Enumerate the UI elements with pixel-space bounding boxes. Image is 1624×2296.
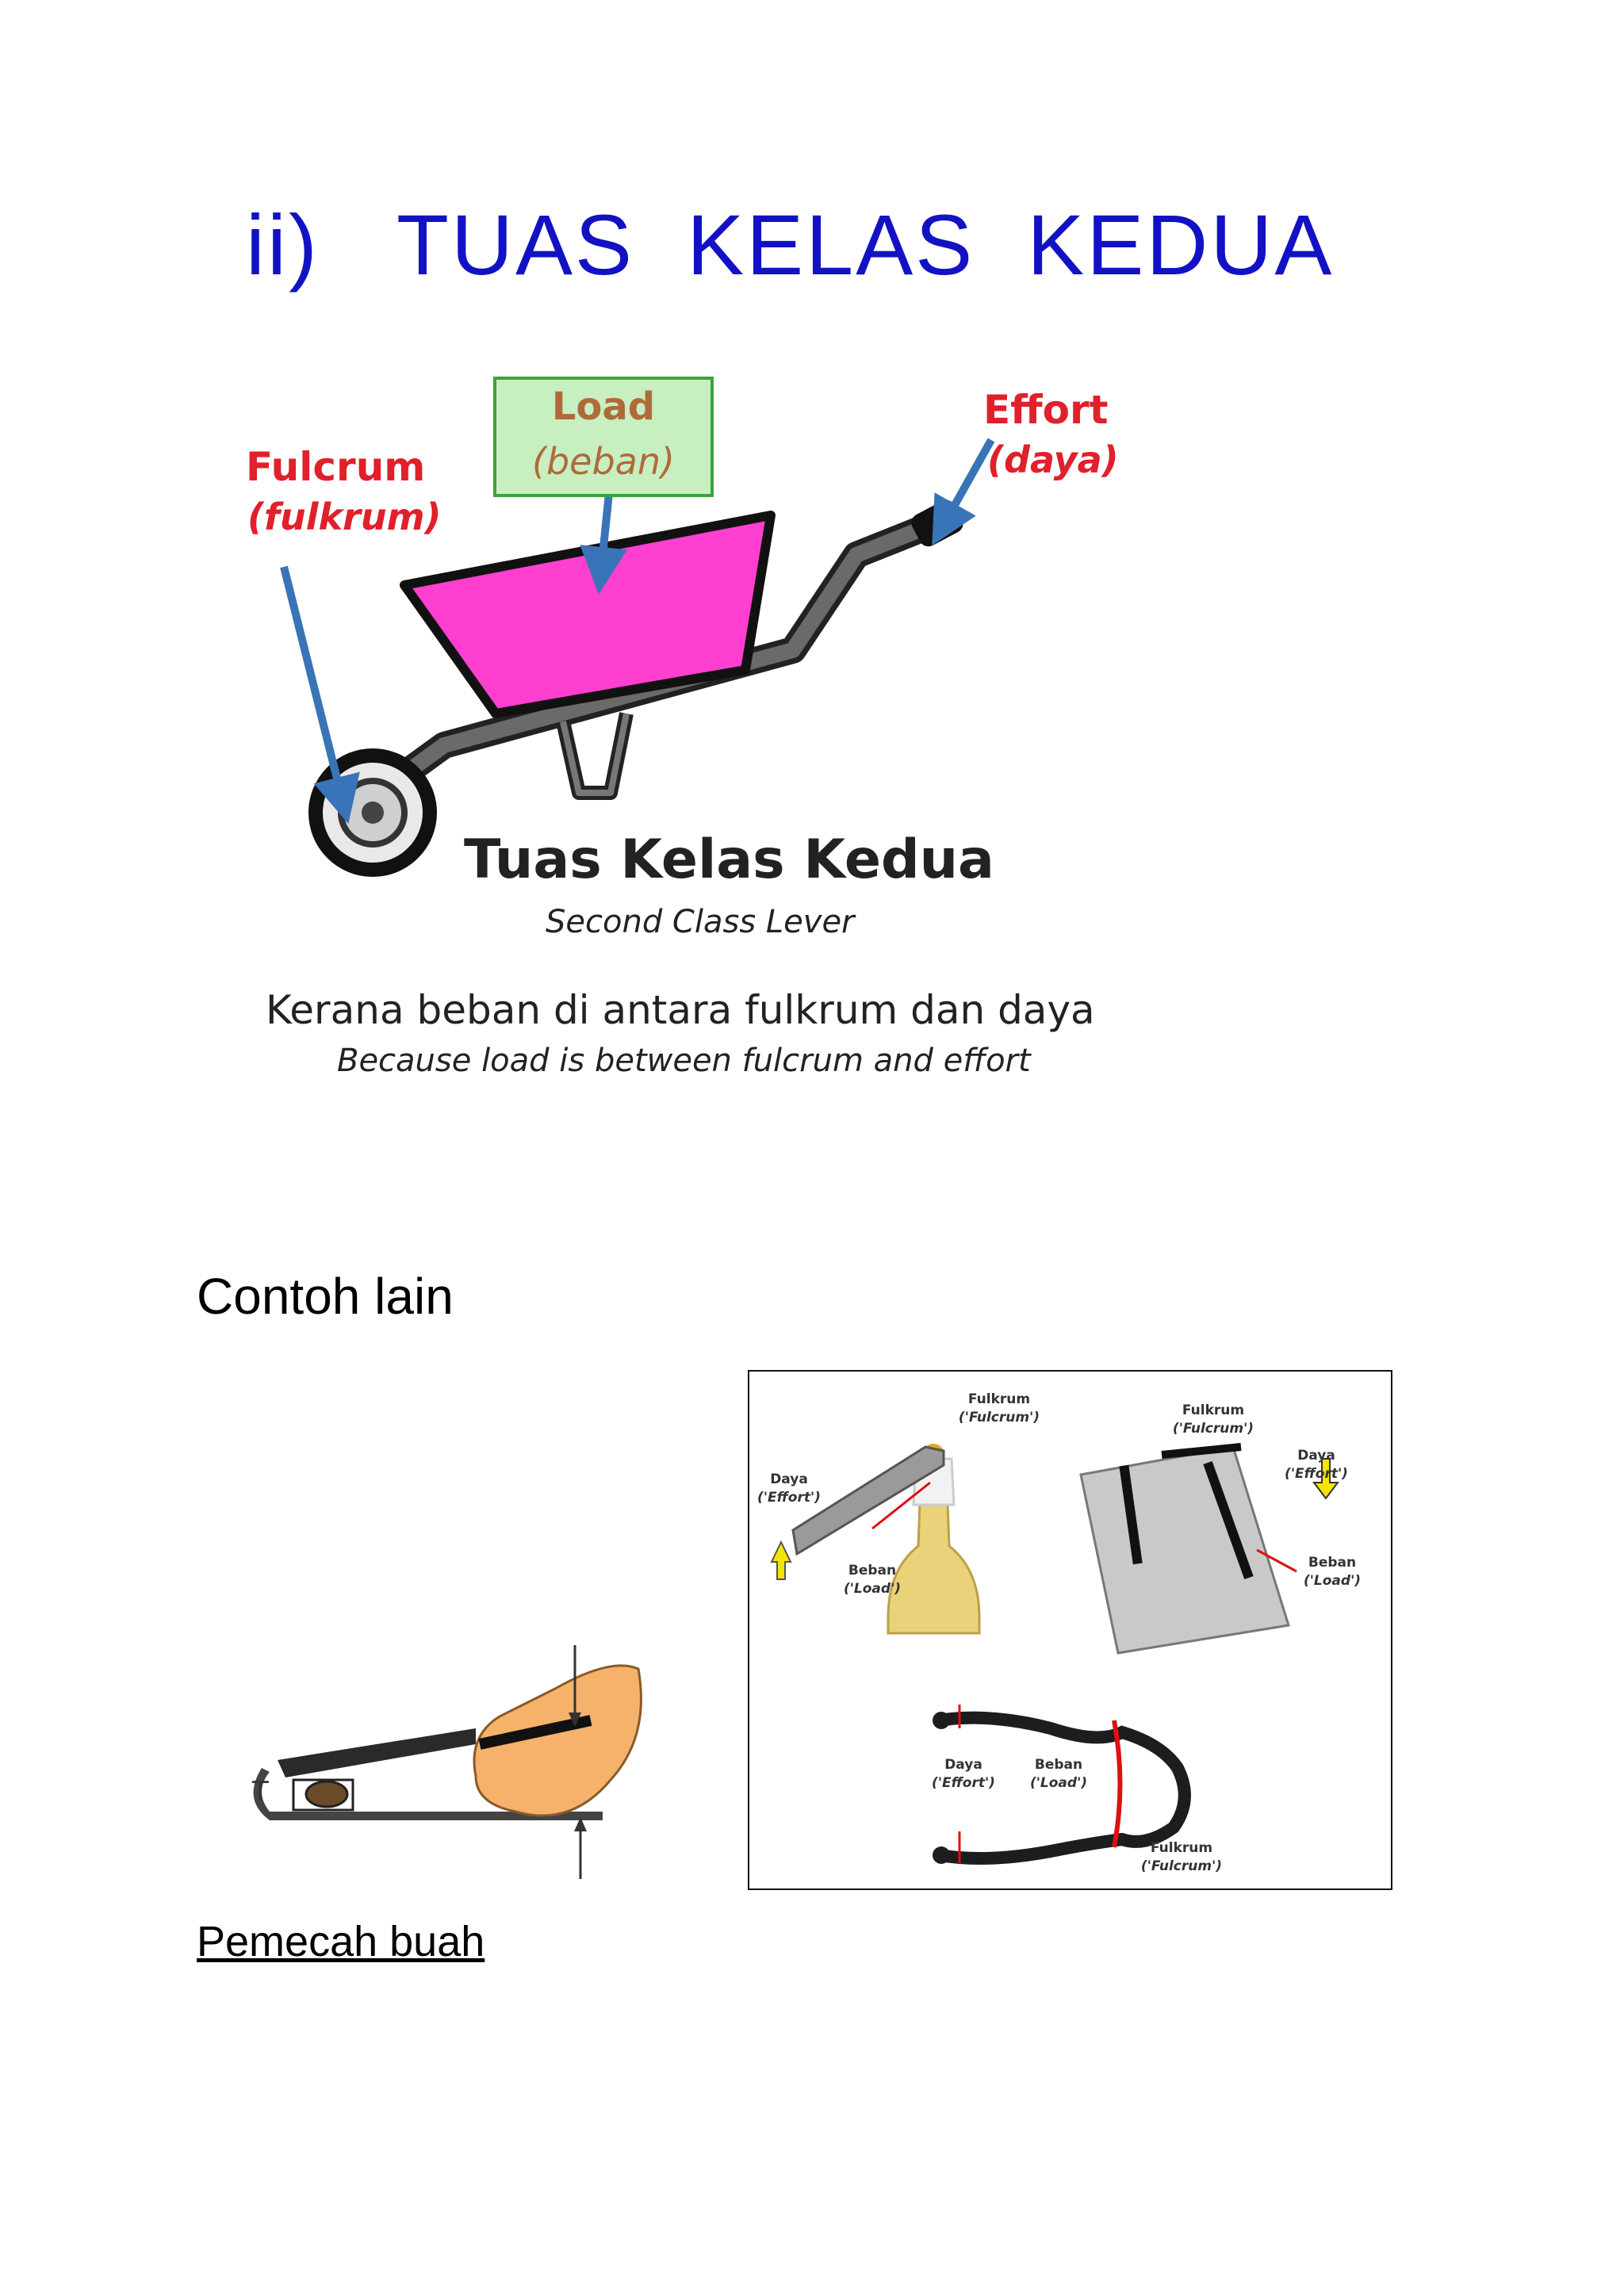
hand-icon [473,1664,642,1817]
cracker-beban-label: Beban ('Load') [1029,1757,1088,1791]
load-sub-label: (beban) [532,440,675,483]
effort-label: Effort [983,387,1109,433]
cracker-fulkrum-label: Fulkrum ('Fulcrum') [1140,1840,1223,1874]
bottle-icon [887,1501,981,1635]
bottle-opener-photo [770,1443,1339,1865]
reason-text: Kerana beban di antara fulkrum dan daya [266,987,1095,1033]
examples-photo-panel: Fulkrum ('Fulcrum') Daya ('Effort') Beba… [748,1370,1392,1890]
cutter-daya-label: Daya ('Effort') [1285,1448,1348,1482]
opener-icon [791,1445,945,1556]
effort-down-arrow [1312,1458,1339,1500]
nutcracker-lower-arm [253,1768,603,1820]
fulcrum-sub-label: (fulkrum) [247,496,442,538]
opener-beban-label: Beban ('Load') [843,1563,902,1597]
fulcrum-arrow [280,565,360,825]
nutcracker-caption: Pemecah buah [197,1918,485,1965]
load-arrow [580,492,627,595]
cracker-daya-label: Daya ('Effort') [932,1757,995,1791]
opener-daya-label: Daya ('Effort') [757,1471,821,1506]
load-label: Load [551,385,656,429]
effort-arrow [932,438,995,546]
diagram-caption: Tuas Kelas Kedua [464,828,994,891]
effort-up-arrow [770,1540,792,1580]
nutcracker-upper-arm [278,1728,476,1777]
label-arrows [280,438,995,825]
effort-sub-label: (daya) [987,438,1119,481]
diagram-caption-sub: Second Class Lever [546,904,855,940]
reason-text-en: Because load is between fulcrum and effo… [337,1043,1031,1079]
handle-top [478,1715,592,1750]
examples-heading: Contoh lain [197,1268,454,1325]
page-title: ii) TUAS KELAS KEDUA [246,197,1335,293]
load-box [493,377,714,497]
nutcracker-t-label: T [252,1776,269,1808]
nutcracker-illustration [253,1645,642,1879]
fulcrum-label: Fulcrum [246,444,426,490]
nutcracker-photo [933,1711,1191,1865]
nut-icon [304,1780,349,1808]
opener-fulkrum-label: Fulkrum ('Fulcrum') [958,1391,1040,1425]
cutter-fulkrum-label: Fulkrum ('Fulcrum') [1172,1402,1254,1437]
barrow-tray [400,511,776,718]
cutter-beban-label: Beban ('Load') [1303,1555,1362,1589]
